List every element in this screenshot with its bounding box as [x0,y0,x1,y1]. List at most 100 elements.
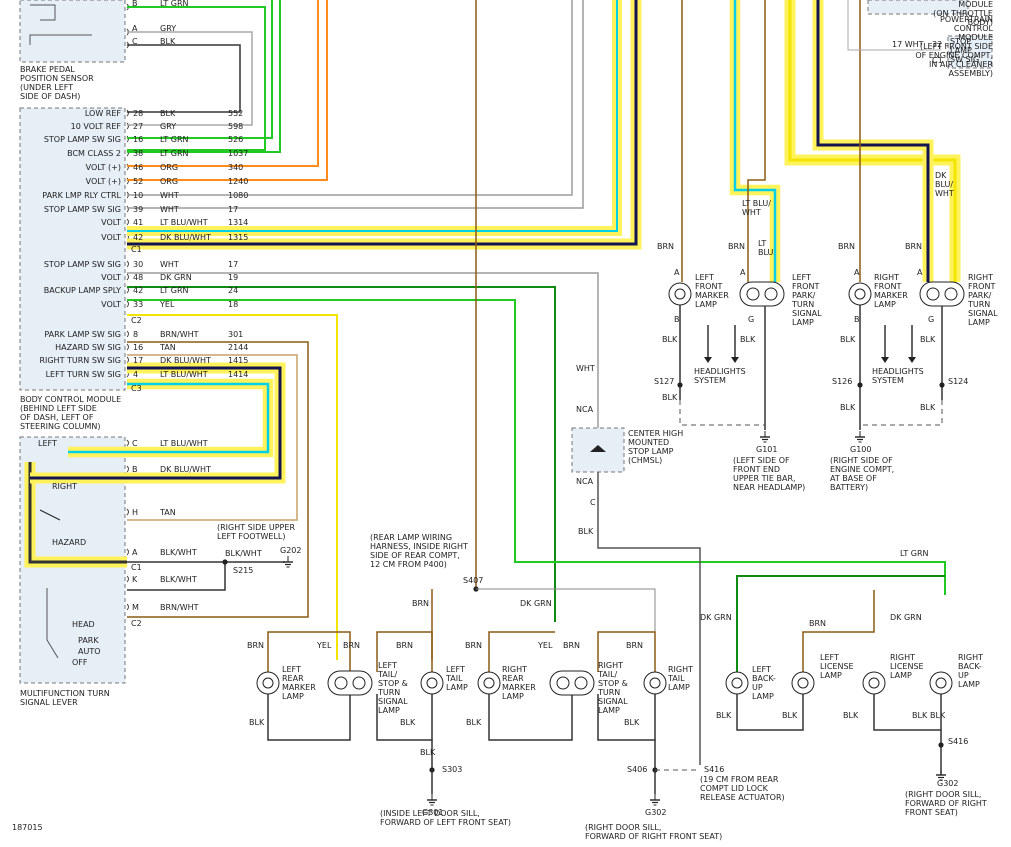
wire-brake-gry [127,31,253,126]
wire-left-front-park-brn [747,0,766,282]
wire-stop-lamp-c2-17 [127,272,599,390]
left-front-marker-lamp [668,282,692,306]
bcm-c1-connector-1 [126,122,129,130]
bcm-c1-circuit-1: 598 [228,122,243,131]
bcm-connector-c1: C1 [131,245,142,254]
bcm-c2-pin-label-2: BACKUP LAMP SPLY [44,286,121,295]
bcm-c1-connector-8 [126,218,129,226]
throttle-module [867,0,969,15]
bcm-c1-circuit-0: 552 [228,109,243,118]
wire-rear-brn-left [267,631,351,672]
wire-label-brn-rts: BRN [563,641,580,650]
left-front-park-lamp-filament-b [764,287,778,301]
wire-chmsl-blk [597,472,701,765]
arrow-headlight-l1 [704,357,712,363]
wire-park-lamp-sw-301 [127,341,309,618]
bcm-c1-circuit-3: 1037 [228,149,248,158]
wire-volt-1314-highlight [127,0,622,236]
wire-backup-blk-right [873,694,942,731]
wire-stop-lamp-sw-526 [127,0,273,139]
bcm-c1-pin-label-7: STOP LAMP SW SIG [44,205,121,214]
bcm-c2-circuit-3: 18 [228,300,238,309]
s406-label: S406 [627,765,647,774]
mfl-switch-head: HEAD [72,620,95,629]
left-front-park-lamp-filament-a [746,287,760,301]
mfl-pin-K: K [132,575,138,584]
wire-backup-dk-grn [736,575,945,672]
right-rear-marker-lamp [477,671,501,695]
s416-right-label: S416 [948,737,968,746]
bcm-c3-circuit-1: 2144 [228,343,248,352]
wire-label-blk-ll: BLK [782,711,798,720]
wire-label-blk-lfm: BLK [662,335,678,344]
s407-label: S407 [463,576,483,585]
bcm-c2-circuit-0: 17 [228,260,238,269]
wire-label-blk-lt: BLK [400,718,416,727]
left-rear-marker-lamp-filament [262,677,274,689]
right-rear-marker-lamp-filament [483,677,495,689]
bcm-c1-pin-2: 16 [133,135,143,144]
g302-right-label: G302 [937,779,958,788]
bcm-c1-circuit-7: 17 [228,205,238,214]
right-tail-stop-lamp-filament-a [556,676,570,690]
wire-left-turn-1414 [68,382,270,454]
wire-label-brn-rf-marker: BRN [838,242,855,251]
mfl-connector-H [126,508,129,516]
chmsl-nca-bottom: NCA [576,477,594,486]
chmsl-diode [590,445,606,452]
bcm-c1-pin-6: 10 [133,191,143,200]
bcm-c1-pin-label-0: LOW REF [85,109,122,118]
bcm-c2-circuit-2: 24 [228,286,238,295]
mfl-hazard-bus [28,462,127,564]
brake-wire-color-C: BLK [160,37,176,46]
bcm-c3-wire-color-2: DK BLU/WHT [160,356,211,365]
bcm-c1-pin-7: 39 [133,205,143,214]
s124-dot [939,382,945,388]
brake-wire-color-B: LT GRN [160,0,189,8]
wire-volt-19 [127,286,556,622]
s127-dot [677,382,683,388]
bcm-c3-circuit-0: 301 [228,330,243,339]
mfl-wire-color-C: LT BLU/WHT [160,439,208,448]
right-tail-lamp-filament [649,677,661,689]
left-front-park-lamp [739,281,785,307]
bcm-c1-circuit-5: 1240 [228,177,248,186]
bcm-c2-wire-color-1: DK GRN [160,273,192,282]
bcm-c3-wire-color-3: LT BLU/WHT [160,370,208,379]
left-tail-stop-lamp-filament-a [334,676,348,690]
bcm-c1-pin-label-1: 10 VOLT REF [71,122,122,131]
mfl-connector-M [126,603,129,611]
bcm-c1-circuit-9: 1315 [228,233,248,242]
right-front-park-lamp-filament-b [944,287,958,301]
bcm-c2-circuit-1: 19 [228,273,238,282]
wire-brake-blk [127,44,241,113]
bcm-c2-pin-label-1: VOLT [101,273,121,282]
pcm-connector: C1 [932,56,943,65]
left-license-lamp-filament [797,677,809,689]
wire-label-dk-grn-rbu: DK GRN [890,613,922,622]
mfl-wire-color-B: DK BLU/WHT [160,465,211,474]
mfl-headlamp-switch [46,588,59,659]
mfl-connector-K [126,575,129,583]
bcm-c1-pin-label-9: VOLT [101,233,121,242]
bcm-c1-pin-label-6: PARK LMP RLY CTRL [42,191,121,200]
bcm-c2-pin-1: 48 [133,273,143,282]
wire-label-brn-rt: BRN [626,641,643,650]
g301-ground [427,794,437,806]
bcm-c3-wire-color-0: BRN/WHT [160,330,199,339]
left-backup-lamp-filament [731,677,743,689]
